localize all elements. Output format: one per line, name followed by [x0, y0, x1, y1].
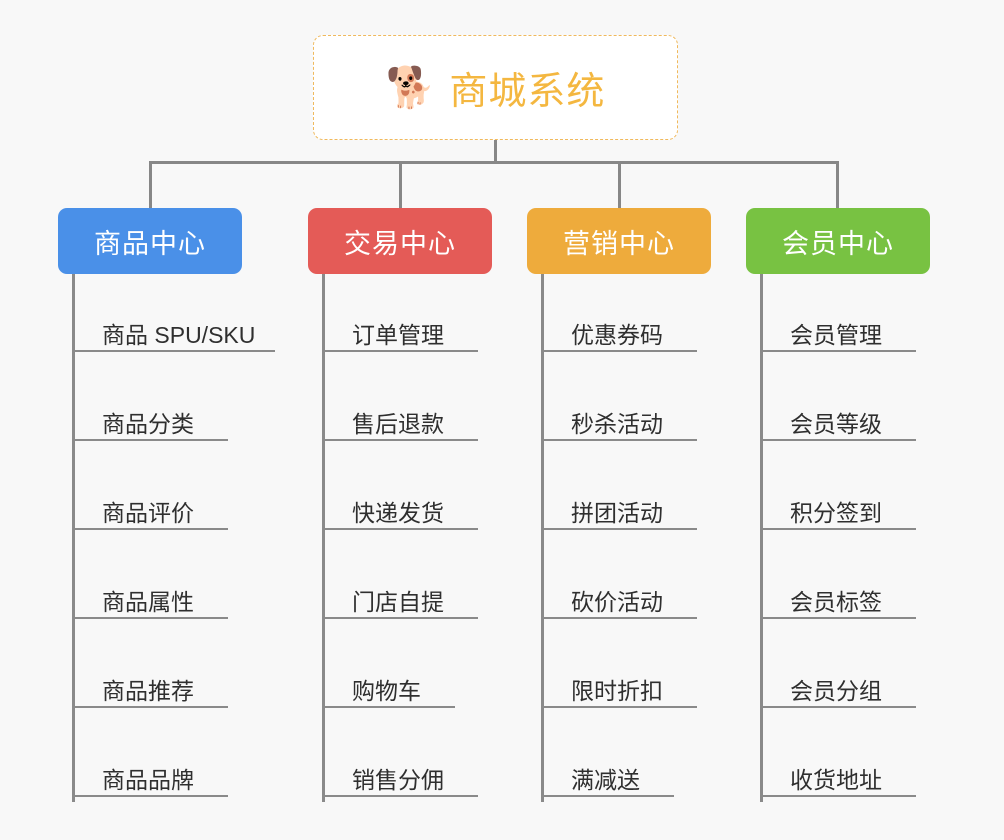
- leaf-item[interactable]: 满减送: [541, 763, 674, 797]
- leaf-item[interactable]: 限时折扣: [541, 674, 697, 708]
- branch-bus-line: [150, 161, 839, 164]
- leaf-item[interactable]: 积分签到: [760, 496, 916, 530]
- leaf-label: 商品分类: [102, 410, 194, 437]
- leaf-label: 满减送: [571, 766, 640, 793]
- root-title: 商城系统: [449, 71, 606, 113]
- leaf-spine-4: [760, 274, 763, 802]
- leaf-item[interactable]: 商品评价: [72, 496, 228, 530]
- branch-drop-line-3: [618, 161, 621, 208]
- leaf-label: 限时折扣: [571, 677, 663, 704]
- leaf-item[interactable]: 购物车: [322, 674, 455, 708]
- leaf-label: 优惠券码: [571, 321, 663, 348]
- branch-box-会员中心[interactable]: 会员中心: [746, 208, 930, 274]
- branch-drop-line-2: [399, 161, 402, 208]
- branch-box-商品中心[interactable]: 商品中心: [58, 208, 242, 274]
- branch-drop-line-1: [149, 161, 152, 208]
- leaf-item[interactable]: 秒杀活动: [541, 407, 697, 441]
- branch-label: 交易中心: [344, 228, 456, 259]
- leaf-label: 积分签到: [790, 499, 882, 526]
- leaf-spine-1: [72, 274, 75, 802]
- leaf-label: 砍价活动: [571, 588, 663, 615]
- leaf-label: 快递发货: [352, 499, 444, 526]
- leaf-label: 会员标签: [790, 588, 882, 615]
- leaf-label: 商品属性: [102, 588, 194, 615]
- branch-box-营销中心[interactable]: 营销中心: [527, 208, 711, 274]
- root-node[interactable]: 🐕 商城系统: [313, 35, 678, 140]
- leaf-item[interactable]: 商品 SPU/SKU: [72, 318, 275, 352]
- leaf-item[interactable]: 拼团活动: [541, 496, 697, 530]
- shiba-dog-face-icon: 🐕: [385, 65, 436, 110]
- leaf-item[interactable]: 快递发货: [322, 496, 478, 530]
- leaf-label: 商品 SPU/SKU: [102, 321, 256, 348]
- leaf-label: 会员分组: [790, 677, 882, 704]
- leaf-item[interactable]: 会员标签: [760, 585, 916, 619]
- leaf-item[interactable]: 商品分类: [72, 407, 228, 441]
- leaf-item[interactable]: 售后退款: [322, 407, 478, 441]
- leaf-label: 拼团活动: [571, 499, 663, 526]
- leaf-item[interactable]: 优惠券码: [541, 318, 697, 352]
- leaf-spine-2: [322, 274, 325, 802]
- leaf-label: 商品推荐: [102, 677, 194, 704]
- leaf-item[interactable]: 收货地址: [760, 763, 916, 797]
- leaf-item[interactable]: 商品推荐: [72, 674, 228, 708]
- branch-label: 会员中心: [782, 228, 894, 259]
- leaf-label: 会员管理: [790, 321, 882, 348]
- leaf-label: 订单管理: [352, 321, 444, 348]
- leaf-label: 商品品牌: [102, 766, 194, 793]
- leaf-label: 售后退款: [352, 410, 444, 437]
- leaf-item[interactable]: 门店自提: [322, 585, 478, 619]
- leaf-item[interactable]: 会员管理: [760, 318, 916, 352]
- branch-label: 营销中心: [563, 228, 675, 259]
- leaf-label: 会员等级: [790, 410, 882, 437]
- leaf-item[interactable]: 销售分佣: [322, 763, 478, 797]
- leaf-label: 商品评价: [102, 499, 194, 526]
- leaf-label: 购物车: [352, 677, 421, 704]
- branch-drop-line-4: [836, 161, 839, 208]
- leaf-item[interactable]: 会员等级: [760, 407, 916, 441]
- leaf-item[interactable]: 砍价活动: [541, 585, 697, 619]
- leaf-item[interactable]: 会员分组: [760, 674, 916, 708]
- leaf-spine-3: [541, 274, 544, 802]
- leaf-label: 销售分佣: [352, 766, 444, 793]
- leaf-item[interactable]: 商品品牌: [72, 763, 228, 797]
- branch-box-交易中心[interactable]: 交易中心: [308, 208, 492, 274]
- leaf-item[interactable]: 商品属性: [72, 585, 228, 619]
- leaf-label: 收货地址: [790, 766, 882, 793]
- branch-label: 商品中心: [94, 228, 206, 259]
- leaf-label: 门店自提: [352, 588, 444, 615]
- leaf-item[interactable]: 订单管理: [322, 318, 478, 352]
- leaf-label: 秒杀活动: [571, 410, 663, 437]
- root-stem-line: [494, 140, 497, 164]
